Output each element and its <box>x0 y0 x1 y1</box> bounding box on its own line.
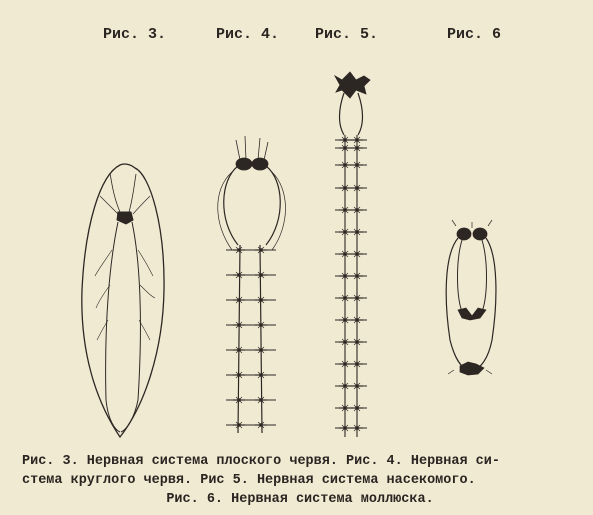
ganglion-node <box>255 397 267 403</box>
ganglion-node <box>255 247 267 253</box>
ganglion-node <box>233 272 245 278</box>
flatworm-nervous-system <box>82 164 164 437</box>
ganglion-node <box>233 247 245 253</box>
ganglion-node <box>233 397 245 403</box>
ganglion-node <box>255 272 267 278</box>
caption-line-2: стема круглого червя. Рис 5. Нервная сис… <box>22 471 578 490</box>
mollusc-nervous-system <box>446 220 496 375</box>
ganglion-node <box>233 422 245 428</box>
insect-ladder-ganglia <box>335 137 367 431</box>
roundworm-ladder-commissures <box>226 247 276 428</box>
figure-caption: Рис. 3. Нервная система плоского червя. … <box>22 452 578 509</box>
roundworm-nervous-system <box>218 136 286 433</box>
caption-line-1: Рис. 3. Нервная система плоского червя. … <box>22 452 578 471</box>
caption-line-3: Рис. 6. Нервная система моллюска. <box>22 490 578 509</box>
ganglion-node <box>255 422 267 428</box>
